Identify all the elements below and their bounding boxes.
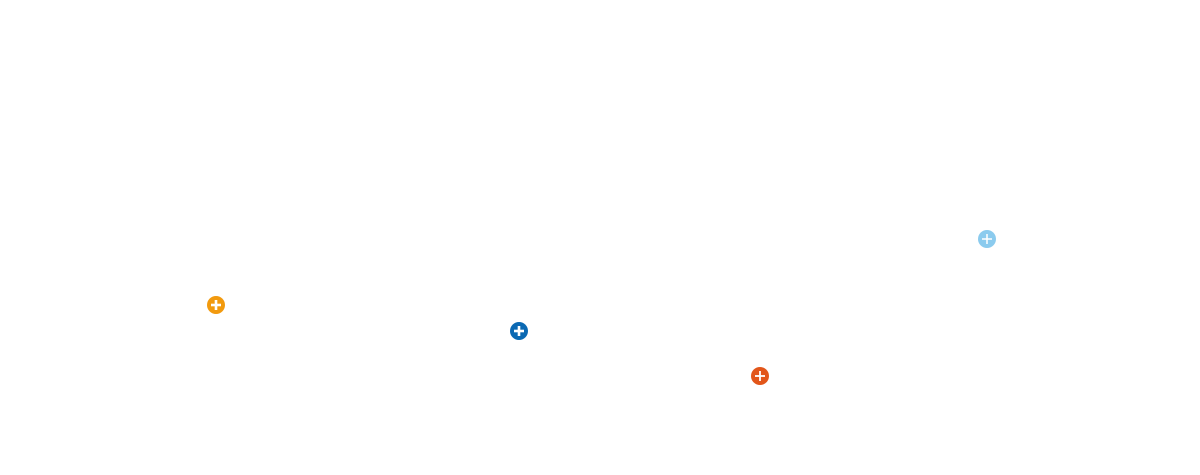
hotspot-button-blue[interactable] bbox=[509, 321, 529, 341]
hotspot-button-red-orange[interactable] bbox=[750, 366, 770, 386]
plus-circle-icon bbox=[207, 296, 225, 314]
plus-circle-icon bbox=[751, 367, 769, 385]
plus-circle-icon bbox=[510, 322, 528, 340]
hotspot-button-light-blue[interactable] bbox=[977, 229, 997, 249]
plus-circle-icon bbox=[978, 230, 996, 248]
hotspot-button-orange[interactable] bbox=[206, 295, 226, 315]
